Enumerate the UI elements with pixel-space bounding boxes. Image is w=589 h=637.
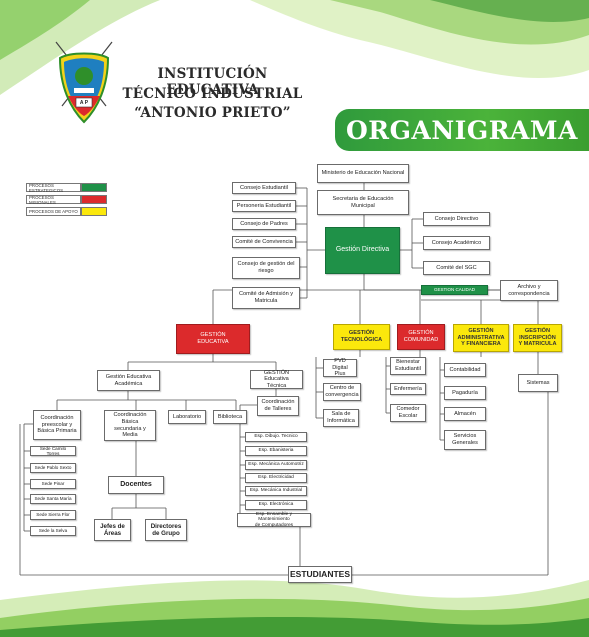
node-gestion-administrativa: GESTIÓN ADMINISTRATIVA Y FINANCIERA — [453, 324, 509, 352]
node-esp-electricidad: Esp. Electricidad — [245, 473, 307, 483]
node-ministerio: Ministerio de Educación Nacional — [317, 164, 409, 183]
title-line-2: TÉCNICO INDUSTRIAL — [122, 86, 303, 102]
node-esp-electronica: Esp. Electrónica — [245, 500, 307, 510]
node-esp-mecanica-auto: Esp. Mecánica Automotriz — [245, 460, 307, 470]
node-gestion-calidad: GESTION CALIDAD — [421, 285, 488, 295]
node-laboratorio: Laboratorio — [168, 410, 206, 424]
node-consejo-estudiantil: Consejo Estudiantil — [232, 182, 296, 194]
node-bienestar: Bienestar Estudiantil — [390, 357, 426, 375]
institution-logo: A P — [46, 36, 122, 128]
node-sede-santa-maria: Sede Santa María — [30, 494, 76, 504]
node-pvd: PVD Digital Plus — [323, 358, 357, 377]
node-gestion-edu-academica: Gestión Educativa Académica — [97, 370, 160, 391]
node-biblioteca: Biblioteca — [213, 410, 247, 424]
node-comedor: Comedor Escolar — [390, 404, 426, 422]
node-consejo-academico: Consejo Académico — [423, 236, 490, 250]
title-line-3: “ANTONIO PRIETO” — [134, 105, 291, 121]
node-gestion-educativa: GESTIÓN EDUCATIVA — [176, 324, 250, 354]
organigrama-banner: ORGANIGRAMA — [335, 109, 589, 151]
node-sala-informatica: Sala de Informática — [323, 409, 359, 427]
node-sede-camilo: Sede Camilo Torres — [30, 446, 76, 456]
node-comite-sgc: Comité del SGC — [423, 261, 490, 275]
node-contabilidad: Contabilidad — [444, 363, 486, 377]
node-esp-ensamble: Esp. Ensamble y Mantenimiento de Computa… — [237, 512, 311, 528]
node-gestion-comunidad: GESTIÓN COMUNIDAD — [397, 324, 445, 350]
node-esp-ebanisteria: Esp. Ebanisteria — [245, 446, 307, 456]
node-docentes: Docentes — [108, 476, 164, 494]
node-consejo-padres: Consejo de Padres — [232, 218, 296, 230]
node-coord-talleres: Coordinación de Talleres — [257, 396, 299, 416]
legend-swatch-apoyo — [81, 207, 107, 216]
node-gestion-directiva: Gestión Directiva — [325, 227, 400, 274]
node-coord-preescolar: Coordinación preescolar y Básica Primari… — [33, 410, 81, 440]
node-estudiantes: ESTUDIANTES — [288, 566, 352, 583]
logo-initials: A P — [79, 99, 89, 106]
node-consejo-directivo: Consejo Directivo — [423, 212, 490, 226]
legend-swatch-estrategicos — [81, 183, 107, 192]
node-secretaria: Secretaria de Educación Municipal — [317, 190, 409, 215]
node-sistemas: Sistemas — [518, 374, 558, 392]
node-enfermeria: Enfermería — [390, 383, 426, 395]
node-pagaduria: Pagaduría — [444, 386, 486, 400]
node-esp-mecanica-ind: Esp. Mecánica Industrial — [245, 486, 307, 496]
node-sede-sierra-flor: Sede Sierra Flor — [30, 510, 76, 520]
node-jefes-area: Jefes de Áreas — [94, 519, 131, 541]
legend-swatch-misionales — [81, 195, 107, 204]
node-personeria: Personeria Estudiantil — [232, 200, 296, 212]
node-gestion-inscripcion: GESTIÓN INSCRIPCIÓN Y MATRICULA — [513, 324, 562, 352]
node-coord-secundaria: Coordinación Básica secundaria y Media — [104, 410, 156, 441]
node-consejo-riesgo: Consejo de gestión del riesgo — [232, 257, 300, 279]
node-sede-pinar: Sede Pinar — [30, 479, 76, 489]
node-sede-pablo: Sede Pablo Sexto — [30, 463, 76, 473]
legend-label-estrategicos: PROCESOS ESTRATEGICOS — [26, 183, 81, 193]
node-almacen: Almacén — [444, 407, 486, 421]
node-archivo: Archivo y correspondencia — [500, 280, 558, 301]
node-gestion-edu-tecnica: GESTIÓN Educativa Técnica — [250, 370, 303, 389]
legend-label-apoyo: PROCESOS DE APOYO — [26, 207, 81, 216]
node-directores-grupo: Directores de Grupo — [145, 519, 187, 541]
node-esp-dibujo: Esp. Dibujo. Tecnico — [245, 432, 307, 442]
node-sede-selva: Sede la Selva — [30, 526, 76, 536]
node-comite-convivencia: Comité de Convivencia — [232, 236, 296, 248]
node-servicios-generales: Servicios Generales — [444, 430, 486, 450]
node-comite-admision: Comité de Admisión y Matricula — [232, 287, 300, 309]
node-gestion-tecnologica: GESTIÓN TECNOLÓGICA — [333, 324, 390, 350]
node-centro-convergencia: Centro de convergencia — [323, 383, 361, 401]
title-line-1: INSTITUCIÓN EDUCATIVA — [157, 66, 268, 98]
legend-label-misionales: PROCESOS MISIONALES — [26, 195, 81, 205]
